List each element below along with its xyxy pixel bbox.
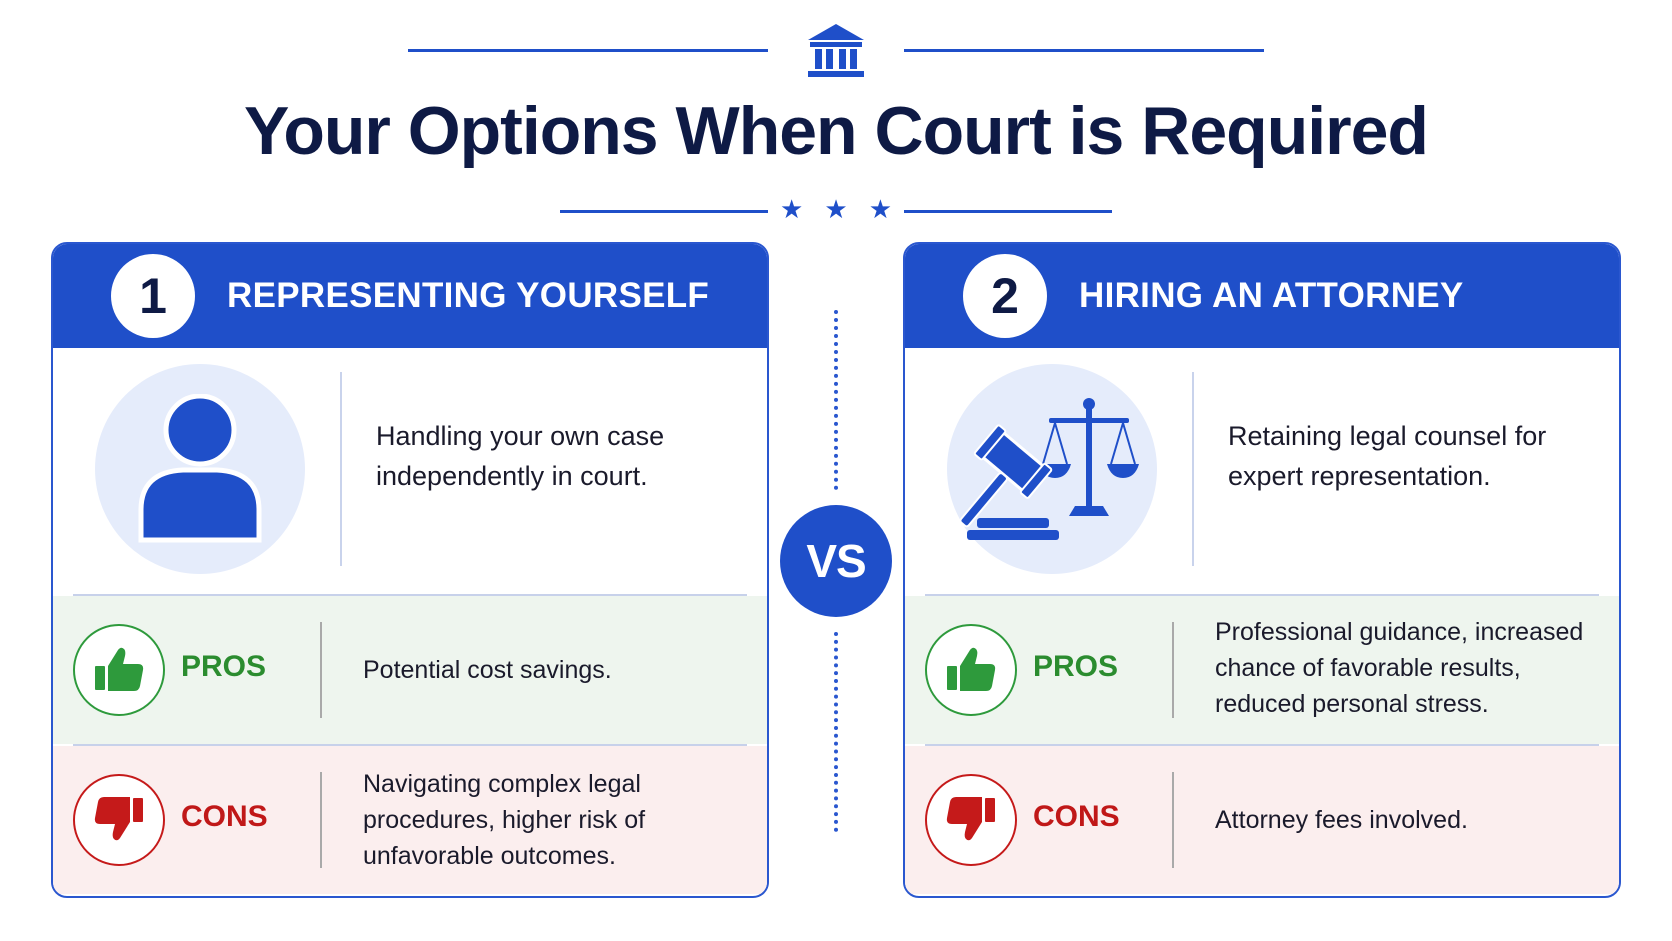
star-icon: ★	[868, 194, 892, 224]
vs-dotted-line-top	[834, 310, 838, 490]
row-divider	[1172, 772, 1174, 868]
person-icon	[95, 364, 305, 574]
cons-label: CONS	[181, 800, 268, 833]
courthouse-icon	[808, 24, 864, 77]
section-divider	[73, 744, 747, 746]
intro-divider	[1192, 372, 1194, 566]
section-divider	[925, 594, 1599, 596]
vs-dotted-line-bottom	[834, 632, 838, 832]
header-rule-bottom-left	[560, 210, 768, 213]
thumbs-down-icon	[73, 774, 165, 866]
scales-gavel-icon	[947, 364, 1157, 574]
pros-row: PROS Potential cost savings.	[53, 596, 767, 744]
thumbs-down-icon	[925, 774, 1017, 866]
cons-row: CONS Attorney fees involved.	[905, 746, 1619, 894]
header-rule-top-right	[904, 49, 1264, 52]
thumbs-up-icon	[925, 624, 1017, 716]
option-number: 2	[963, 254, 1047, 338]
section-divider	[73, 594, 747, 596]
section-divider	[925, 744, 1599, 746]
star-row: ★ ★ ★	[780, 196, 892, 222]
pros-text: Potential cost savings.	[363, 656, 612, 684]
cons-label: CONS	[1033, 800, 1120, 833]
card-header: 2 HIRING AN ATTORNEY	[905, 244, 1619, 348]
header-rule-bottom-right	[904, 210, 1112, 213]
header-rule-top-left	[408, 49, 768, 52]
page-title: Your Options When Court is Required	[244, 93, 1429, 169]
intro-divider	[340, 372, 342, 566]
vs-badge: VS	[780, 505, 892, 617]
pros-row: PROS Professional guidance, increased ch…	[905, 596, 1619, 744]
thumbs-up-icon	[73, 624, 165, 716]
row-divider	[1172, 622, 1174, 718]
row-divider	[320, 622, 322, 718]
card-intro: Retaining legal counsel for expert repre…	[905, 348, 1619, 594]
star-icon: ★	[824, 194, 848, 224]
pros-text: Professional guidance, increased chance …	[1215, 618, 1584, 718]
pros-label: PROS	[181, 650, 267, 683]
option-card-attorney: 2 HIRING AN ATTORNEY	[903, 242, 1621, 898]
pros-label: PROS	[1033, 650, 1119, 683]
option-card-self: 1 REPRESENTING YOURSELF Handling your ow…	[51, 242, 769, 898]
cons-text: Navigating complex legal procedures, hig…	[363, 770, 646, 870]
card-description: Retaining legal counsel for expert repre…	[1228, 421, 1547, 491]
cons-text: Attorney fees involved.	[1215, 806, 1468, 834]
card-description: Handling your own case independently in …	[376, 421, 665, 491]
row-divider	[320, 772, 322, 868]
cons-row: CONS Navigating complex legal procedures…	[53, 746, 767, 894]
card-title: HIRING AN ATTORNEY	[1079, 276, 1464, 315]
option-number: 1	[111, 254, 195, 338]
card-header: 1 REPRESENTING YOURSELF	[53, 244, 767, 348]
star-icon: ★	[780, 194, 804, 224]
card-title: REPRESENTING YOURSELF	[227, 276, 710, 315]
card-intro: Handling your own case independently in …	[53, 348, 767, 594]
